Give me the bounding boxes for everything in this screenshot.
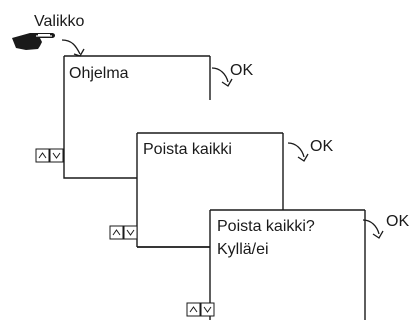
step-2-ok-label: OK — [310, 138, 334, 155]
up-arrow-icon — [109, 225, 124, 240]
connector-1-2 — [63, 155, 137, 179]
menu-curved-arrow — [61, 39, 85, 57]
ok-arrow-2 — [287, 142, 309, 162]
step-3-nav — [186, 302, 215, 317]
up-arrow-icon — [186, 302, 201, 317]
ok-arrow-3 — [362, 219, 384, 239]
step-3-frame — [209, 209, 366, 320]
ok-arrow-1 — [211, 67, 233, 87]
step-1-title: Ohjelma — [69, 65, 129, 82]
step-2-title: Poista kaikki — [143, 141, 232, 158]
down-arrow-icon — [200, 302, 215, 317]
down-arrow-icon — [49, 148, 64, 163]
step-3-subtitle: Kyllä/ei — [217, 241, 269, 258]
step-2-frame — [136, 132, 284, 248]
step-1-frame — [63, 55, 211, 155]
step-3-ok-label: OK — [386, 213, 410, 230]
step-2-nav — [109, 225, 138, 240]
down-arrow-icon — [123, 225, 138, 240]
step-3-title: Poista kaikki? — [217, 218, 315, 235]
menu-label: Valikko — [34, 13, 85, 30]
step-1-ok-label: OK — [230, 62, 254, 79]
pointing-hand-icon — [12, 33, 55, 50]
up-arrow-icon — [35, 148, 50, 163]
step-1-nav — [35, 148, 64, 163]
